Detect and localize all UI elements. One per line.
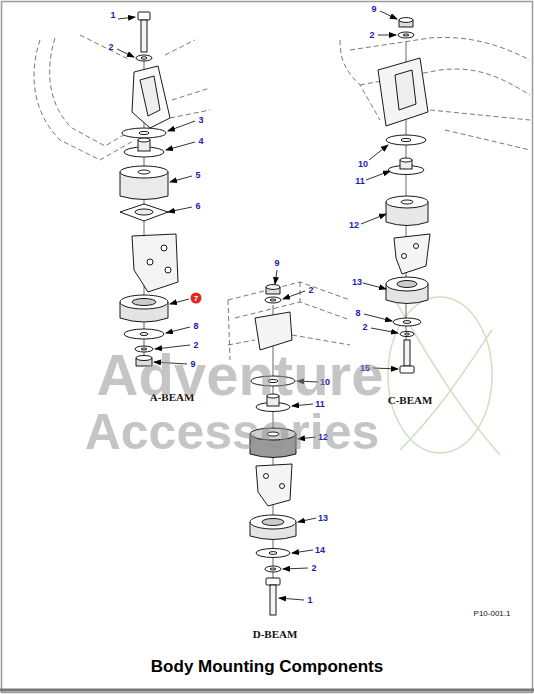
- callout-number: 1: [307, 596, 312, 605]
- callout-number: 9: [274, 259, 279, 268]
- view-label: C-BEAM: [388, 395, 433, 406]
- callout-number: 5: [195, 171, 200, 180]
- callout-number: 2: [311, 564, 316, 573]
- a-beam-parts: [120, 12, 178, 366]
- view-label: D-BEAM: [253, 629, 298, 640]
- callout-number: 2: [308, 286, 313, 295]
- callout-number: 2: [369, 31, 374, 40]
- callout-number: 10: [358, 160, 368, 169]
- watermark-text: Accessories: [85, 407, 380, 457]
- callout-number: 8: [355, 309, 360, 318]
- callout-number: 6: [195, 202, 200, 211]
- callout-number: 8: [193, 322, 198, 331]
- leader-arrow: [117, 11, 398, 600]
- callout-number: 13: [318, 514, 328, 523]
- figure-code: P10-001.1: [474, 610, 511, 618]
- callout-number: 14: [315, 546, 325, 555]
- frame-outline: [34, 35, 530, 360]
- callout-number: 2: [108, 43, 113, 52]
- callout-number: 9: [371, 5, 376, 14]
- watermark-text: Adventure: [97, 346, 384, 404]
- callout-number: 3: [198, 116, 203, 125]
- callout-number: 1: [110, 11, 115, 20]
- callout-number: 7: [191, 293, 202, 304]
- callout-number: 11: [355, 177, 365, 186]
- figure-caption: Body Mounting Components: [0, 657, 534, 677]
- frame-border: [0, 689, 534, 692]
- watermark-logo: [388, 297, 500, 455]
- callout-number: 2: [362, 323, 367, 332]
- center-line: [144, 42, 406, 580]
- callout-number: 13: [352, 278, 362, 287]
- callout-number: 12: [349, 221, 359, 230]
- callout-number: 4: [198, 137, 203, 146]
